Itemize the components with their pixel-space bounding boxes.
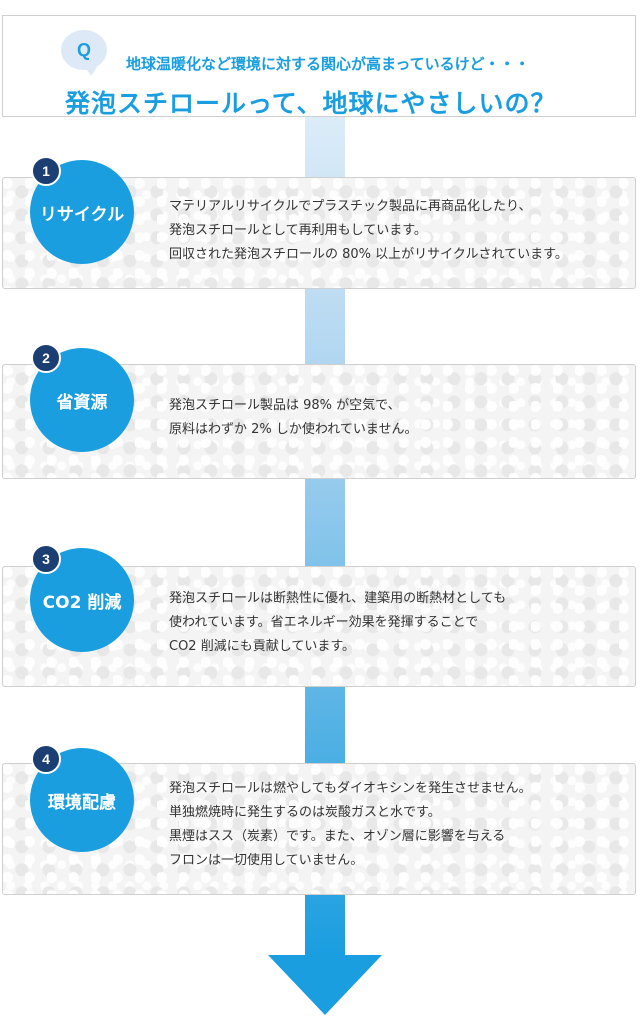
question-subtitle: 地球温暖化など環境に対する関心が高まっているけど・・・	[126, 55, 530, 73]
item-text: 発泡スチロール製品は 98% が空気で、 原料はわずか 2% しか使われていませ…	[169, 394, 417, 442]
item-text-line: 原料はわずか 2% しか使われていません。	[169, 422, 418, 437]
item-text: マテリアルリサイクルでプラスチック製品に再商品化したり、 発泡スチロールとして再…	[169, 195, 568, 267]
question-box: Q 地球温暖化など環境に対する関心が高まっているけど・・・ 発泡スチロールって、…	[2, 15, 636, 118]
item-text-line: 発泡スチロールは断熱性に優れ、建築用の断熱材としても	[169, 591, 507, 606]
item-text-line: マテリアルリサイクルでプラスチック製品に再商品化したり、	[169, 199, 532, 214]
item-text-line: フロンは一切使用していません。	[169, 853, 364, 868]
down-arrow-icon	[268, 955, 382, 1015]
item-text-line: 単独燃焼時に発生するのは炭酸ガスと水です。	[169, 805, 441, 820]
item-number-badge: 4	[31, 744, 61, 774]
item-text: 発泡スチロールは断熱性に優れ、建築用の断熱材としても 使われています。省エネルギ…	[169, 587, 506, 659]
item-number-badge: 3	[31, 544, 61, 574]
item-number-badge: 2	[31, 343, 61, 373]
item-text-line: 発泡スチロールとして再利用もしています。	[169, 223, 427, 238]
item-text-line: CO2 削減にも貢献しています。	[169, 639, 356, 654]
question-title: 発泡スチロールって、地球にやさしいの？	[65, 89, 557, 118]
item-text-line: 発泡スチロールは燃やしてもダイオキシンを発生させません。	[169, 781, 532, 796]
item-number-badge: 1	[31, 156, 61, 186]
item-text-line: 使われています。省エネルギー効果を発揮することで	[169, 615, 479, 630]
item-text: 発泡スチロールは燃やしてもダイオキシンを発生させません。 単独燃焼時に発生するの…	[169, 777, 532, 873]
item-text-line: 回収された発泡スチロールの 80% 以上がリサイクルされています。	[169, 247, 568, 262]
question-bubble-icon: Q	[61, 30, 107, 76]
item-text-line: 発泡スチロール製品は 98% が空気で、	[169, 398, 401, 413]
item-text-line: 黒煙はスス（炭素）です。また、オゾン層に影響を与える	[169, 829, 506, 844]
